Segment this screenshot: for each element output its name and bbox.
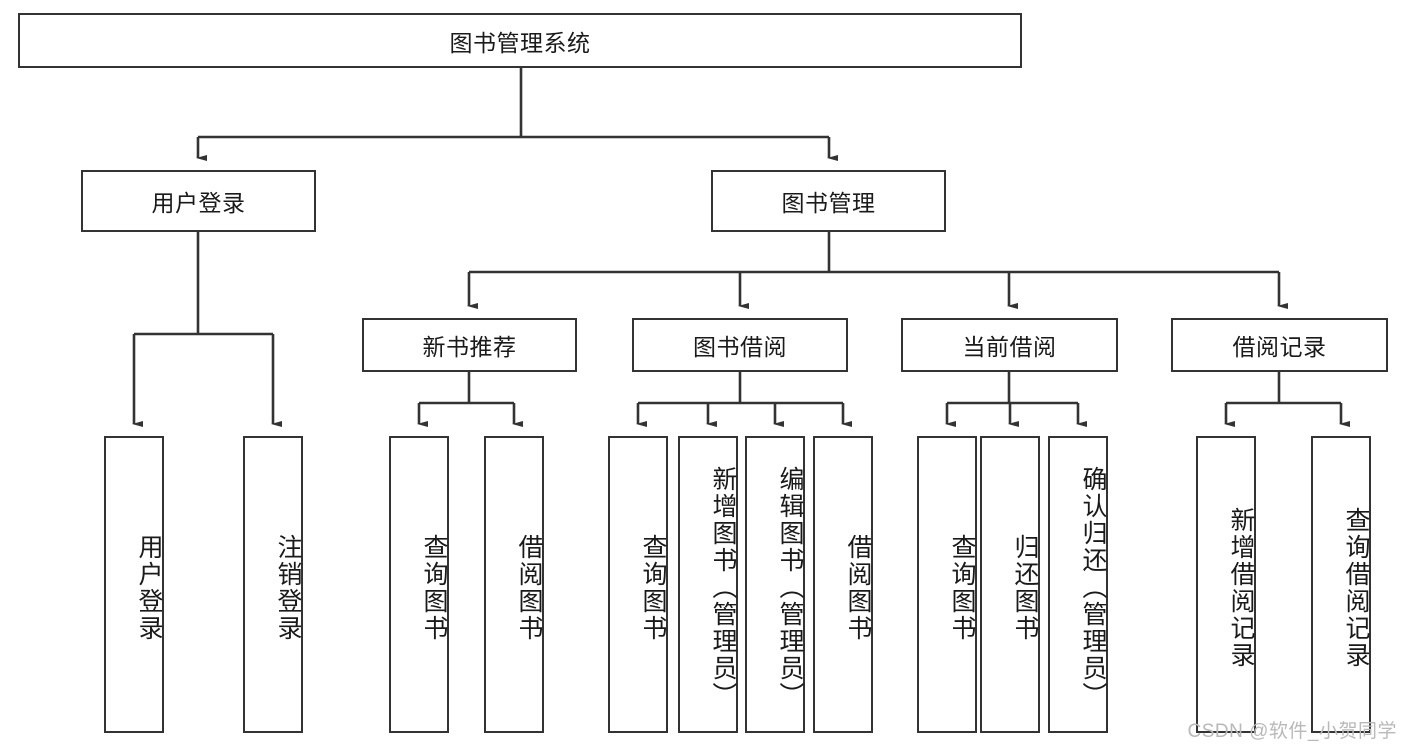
leaf-logout-label: 注销登录: [274, 533, 302, 642]
leaf-borrow-book-b[interactable]: 借阅图书: [813, 436, 873, 733]
leaf-borrow-book-rec[interactable]: 借阅图书: [484, 436, 544, 733]
leaf-user-login-label: 用户登录: [135, 533, 163, 642]
node-book-manage[interactable]: 图书管理: [711, 170, 946, 232]
node-user-login-label: 用户登录: [151, 190, 246, 216]
leaf-confirm-return[interactable]: 确认归还（管理员）: [1048, 436, 1108, 733]
node-book-manage-label: 图书管理: [781, 190, 876, 216]
node-new-book-rec-label: 新书推荐: [422, 334, 517, 360]
leaf-return-book[interactable]: 归还图书: [980, 436, 1040, 733]
node-user-login[interactable]: 用户登录: [81, 170, 316, 232]
node-borrow-record[interactable]: 借阅记录: [1171, 318, 1388, 372]
leaf-borrow-book-rec-label: 借阅图书: [515, 533, 543, 642]
leaf-add-record[interactable]: 新增借阅记录: [1196, 436, 1256, 733]
leaf-edit-book[interactable]: 编辑图书（管理员）: [745, 436, 805, 733]
leaf-user-login[interactable]: 用户登录: [104, 436, 164, 733]
node-current-borrow[interactable]: 当前借阅: [901, 318, 1118, 372]
node-book-borrow[interactable]: 图书借阅: [632, 318, 848, 372]
node-new-book-rec[interactable]: 新书推荐: [362, 318, 577, 372]
leaf-logout[interactable]: 注销登录: [243, 436, 303, 733]
node-borrow-record-label: 借阅记录: [1232, 334, 1327, 360]
node-current-borrow-label: 当前借阅: [962, 334, 1057, 360]
leaf-add-book-label: 新增图书（管理员）: [709, 466, 737, 709]
leaf-confirm-return-label: 确认归还（管理员）: [1079, 466, 1107, 709]
leaf-query-book-c[interactable]: 查询图书: [917, 436, 977, 733]
watermark: CSDN @软件_小贺同学: [1187, 721, 1397, 742]
leaf-add-record-label: 新增借阅记录: [1227, 506, 1255, 669]
node-root-label: 图书管理系统: [449, 29, 591, 56]
leaf-query-book-rec-label: 查询图书: [420, 533, 448, 642]
node-root[interactable]: 图书管理系统: [18, 13, 1022, 68]
leaf-borrow-book-b-label: 借阅图书: [844, 533, 872, 642]
leaf-query-book-b[interactable]: 查询图书: [608, 436, 668, 733]
leaf-edit-book-label: 编辑图书（管理员）: [776, 466, 804, 709]
leaf-query-record-label: 查询借阅记录: [1342, 506, 1370, 669]
leaf-query-book-c-label: 查询图书: [948, 533, 976, 642]
node-book-borrow-label: 图书借阅: [693, 334, 787, 360]
leaf-query-book-b-label: 查询图书: [639, 533, 667, 642]
leaf-query-record[interactable]: 查询借阅记录: [1311, 436, 1371, 733]
leaf-add-book[interactable]: 新增图书（管理员）: [678, 436, 738, 733]
leaf-return-book-label: 归还图书: [1011, 533, 1039, 642]
leaf-query-book-rec[interactable]: 查询图书: [389, 436, 449, 733]
